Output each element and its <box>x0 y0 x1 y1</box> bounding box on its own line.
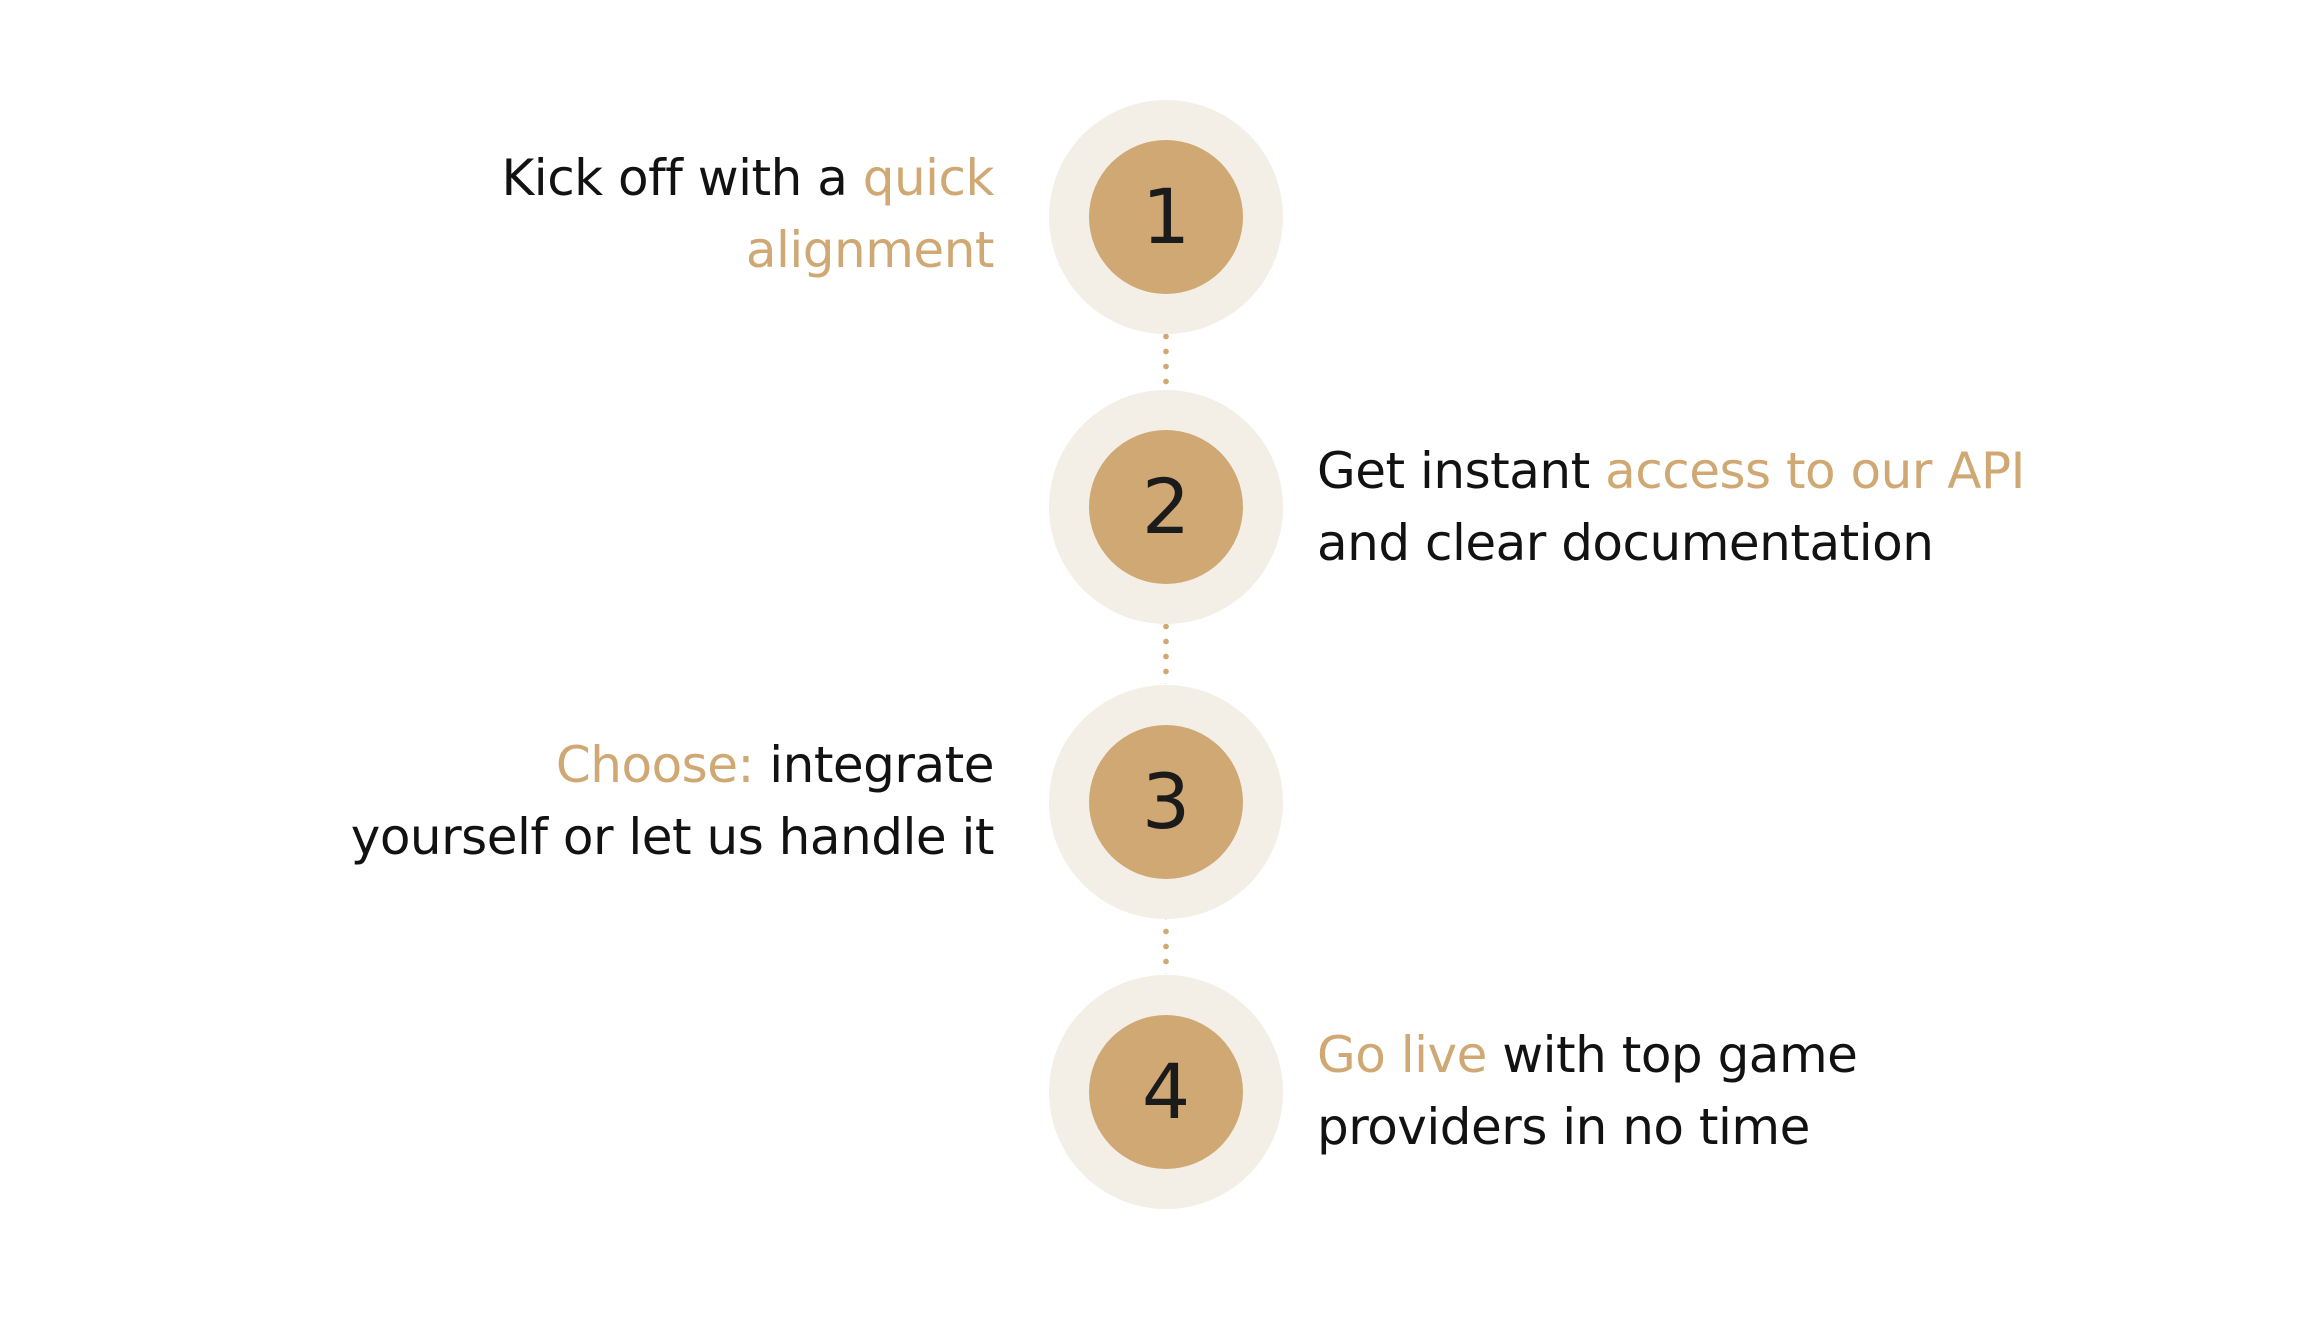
step-2-text: Get instant access to our API and clear … <box>1317 435 2025 579</box>
connector-2-3 <box>1163 589 1169 684</box>
step-4-number-circle: 4 <box>1089 1015 1243 1169</box>
connector-3-4 <box>1163 879 1169 974</box>
connector-1-2 <box>1163 299 1169 389</box>
step-1-line-2: alignment <box>745 221 995 279</box>
step-1-text: Kick off with a quick alignment <box>501 142 995 286</box>
step-3-number: 3 <box>1141 757 1191 846</box>
step-2-number-circle: 2 <box>1089 430 1243 584</box>
step-4: 4 Go live with top game providers in no … <box>0 975 2320 1209</box>
step-3-line-2: yourself or let us handle it <box>350 808 995 866</box>
step-3-text: Choose: integrate yourself or let us han… <box>350 729 995 873</box>
step-2: 2 Get instant access to our API and clea… <box>0 390 2320 624</box>
step-2-line-2: and clear documentation <box>1317 514 1934 572</box>
step-1-number: 1 <box>1141 172 1191 261</box>
step-4-line-1: Go live with top game <box>1317 1026 1858 1084</box>
step-4-line-2: providers in no time <box>1317 1098 1810 1156</box>
step-4-text: Go live with top game providers in no ti… <box>1317 1019 1858 1163</box>
step-2-line-1: Get instant access to our API <box>1317 442 2025 500</box>
step-3-badge: 3 <box>1049 685 1283 919</box>
step-1: 1 Kick off with a quick alignment <box>0 100 2320 334</box>
step-3-number-circle: 3 <box>1089 725 1243 879</box>
step-1-badge: 1 <box>1049 100 1283 334</box>
step-1-number-circle: 1 <box>1089 140 1243 294</box>
step-4-badge: 4 <box>1049 975 1283 1209</box>
step-1-line-1: Kick off with a quick <box>501 149 995 207</box>
step-3: 3 Choose: integrate yourself or let us h… <box>0 685 2320 919</box>
step-2-number: 2 <box>1141 462 1191 551</box>
step-4-number: 4 <box>1141 1047 1191 1136</box>
step-2-badge: 2 <box>1049 390 1283 624</box>
step-3-line-1: Choose: integrate <box>555 736 995 794</box>
